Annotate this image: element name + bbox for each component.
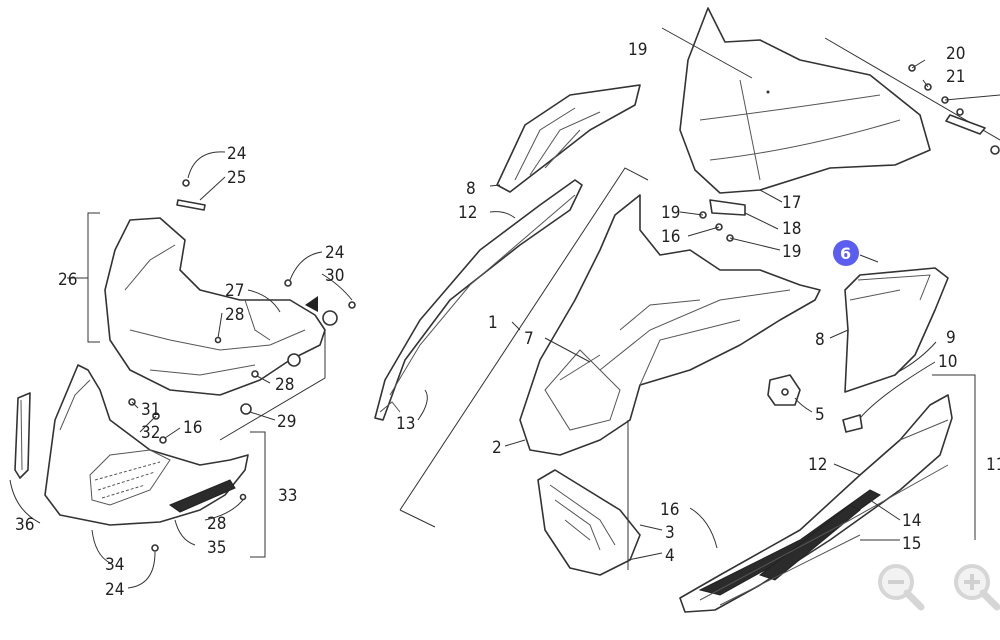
callout-24c[interactable]: 24 [105, 580, 124, 600]
callout-27[interactable]: 27 [225, 281, 244, 301]
callout-29[interactable]: 29 [277, 412, 296, 432]
callout-6[interactable]: 6 [840, 244, 851, 263]
callout-32[interactable]: 32 [141, 423, 160, 443]
callout-31[interactable]: 31 [141, 400, 160, 420]
callout-1[interactable]: 1 [488, 313, 498, 333]
clip-part [767, 374, 801, 406]
callout-35[interactable]: 35 [207, 538, 226, 558]
callout-2[interactable]: 2 [492, 438, 502, 458]
zoom-in-icon [954, 564, 1000, 611]
main-hood-part [519, 194, 821, 456]
callout-19b[interactable]: 19 [661, 203, 680, 223]
hardware-upper-right [908, 64, 1000, 155]
callout-28c[interactable]: 28 [207, 514, 226, 534]
callout-8a[interactable]: 8 [466, 179, 476, 199]
callout-9[interactable]: 9 [946, 328, 956, 348]
callouts: 19 20 21 8 12 19 16 18 19 17 6 1 7 8 9 1… [15, 40, 1000, 600]
callout-12b[interactable]: 12 [808, 455, 827, 475]
windshield-part [679, 7, 931, 194]
callout-36[interactable]: 36 [15, 515, 34, 535]
callout-12a[interactable]: 12 [458, 203, 477, 223]
callout-33[interactable]: 33 [278, 486, 297, 506]
callout-30[interactable]: 30 [325, 266, 344, 286]
callout-24a[interactable]: 24 [227, 144, 246, 164]
bolt-part [842, 414, 863, 433]
callout-19c[interactable]: 19 [782, 242, 801, 262]
callout-16c[interactable]: 16 [183, 418, 202, 438]
callout-13[interactable]: 13 [396, 414, 415, 434]
upper-side-panel-part [496, 84, 641, 193]
callout-25[interactable]: 25 [227, 168, 246, 188]
callout-11[interactable]: 11 [986, 455, 1000, 475]
callout-18[interactable]: 18 [782, 219, 801, 239]
callout-17[interactable]: 17 [782, 193, 801, 213]
zoom-out-button[interactable] [874, 560, 928, 614]
callout-26[interactable]: 26 [58, 270, 77, 290]
callout-4[interactable]: 4 [665, 546, 675, 566]
callout-19a[interactable]: 19 [628, 40, 647, 60]
left-strip-part [14, 392, 31, 479]
callout-20[interactable]: 20 [946, 44, 965, 64]
long-trim-part [374, 179, 583, 421]
callout-28a[interactable]: 28 [225, 305, 244, 325]
nose-grill-part [537, 469, 641, 576]
callout-34[interactable]: 34 [105, 555, 124, 575]
mount-bracket-part [699, 199, 746, 242]
callout-6-highlighted[interactable]: 6 [833, 240, 859, 266]
small-bar-part [176, 199, 206, 211]
callout-28b[interactable]: 28 [275, 375, 294, 395]
right-side-panel-part [844, 267, 949, 393]
callout-7[interactable]: 7 [524, 329, 534, 349]
callout-16b[interactable]: 16 [660, 500, 679, 520]
lower-nose-part [44, 364, 249, 526]
callout-3[interactable]: 3 [665, 523, 675, 543]
callout-24b[interactable]: 24 [325, 243, 344, 263]
callout-5[interactable]: 5 [815, 405, 825, 425]
callout-8b[interactable]: 8 [815, 330, 825, 350]
callout-15[interactable]: 15 [902, 534, 921, 554]
callout-10[interactable]: 10 [938, 352, 957, 372]
zoom-out-icon [878, 564, 925, 611]
lower-side-panel-part [679, 394, 953, 613]
upper-cowl-part [104, 217, 326, 396]
callout-21[interactable]: 21 [946, 67, 965, 87]
callout-14[interactable]: 14 [902, 511, 921, 531]
callout-16a[interactable]: 16 [661, 227, 680, 247]
zoom-in-button[interactable] [950, 560, 1000, 614]
